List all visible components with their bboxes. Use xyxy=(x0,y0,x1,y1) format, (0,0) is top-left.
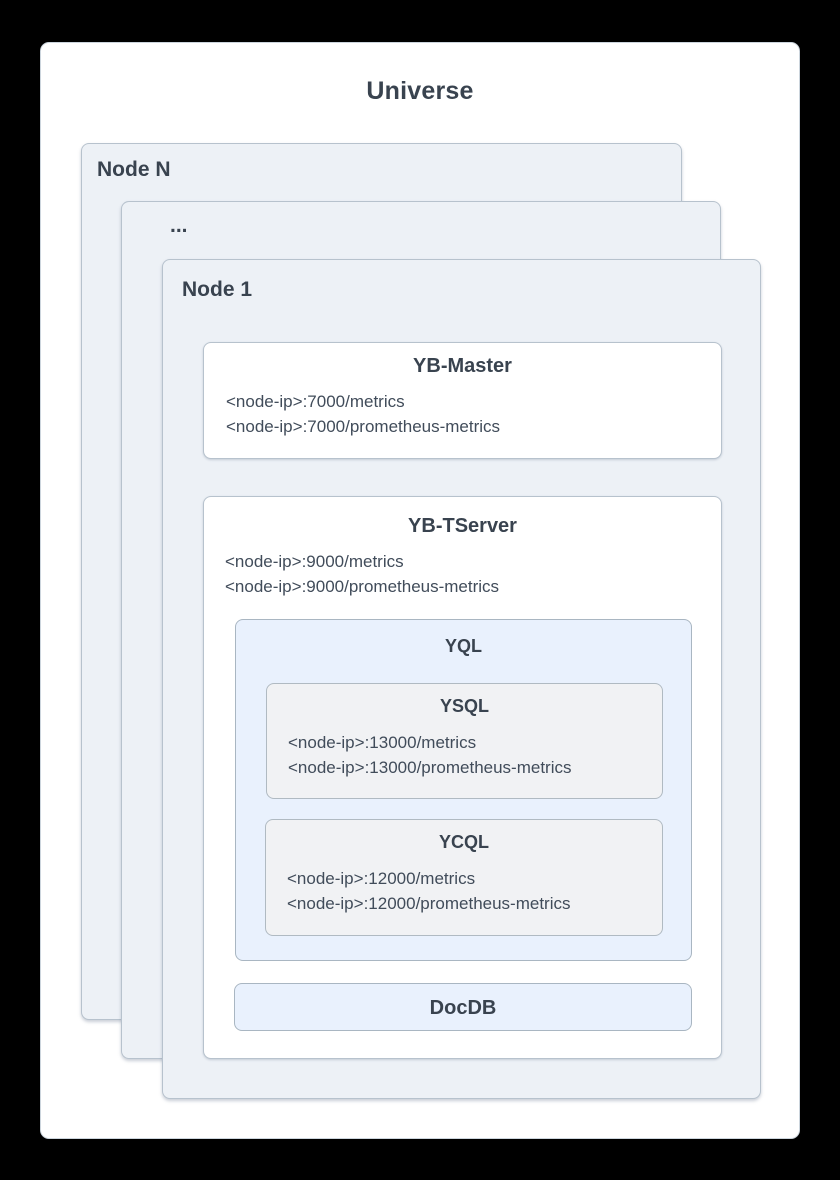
yb-tserver-prometheus-endpoint: <node-ip>:9000/prometheus-metrics xyxy=(225,577,500,596)
ysql-prometheus-endpoint: <node-ip>:13000/prometheus-metrics xyxy=(288,758,572,777)
ysql-metrics-endpoint: <node-ip>:13000/metrics xyxy=(288,733,477,752)
ycql-box: YCQL <node-ip>:12000/metrics <node-ip>:1… xyxy=(265,819,663,936)
node-1-container: Node 1 YB-Master <node-ip>:7000/metrics … xyxy=(162,259,761,1099)
yb-master-metrics-endpoint: <node-ip>:7000/metrics xyxy=(226,392,405,411)
yql-box: YQL YSQL <node-ip>:13000/metrics <node-i… xyxy=(235,619,692,961)
ycql-prometheus-endpoint: <node-ip>:12000/prometheus-metrics xyxy=(287,894,571,913)
node-1-label: Node 1 xyxy=(182,278,253,301)
yb-tserver-title: YB-TServer xyxy=(408,515,517,537)
ycql-title: YCQL xyxy=(438,832,489,852)
yb-tserver-endpoints: <node-ip>:9000/metrics <node-ip>:9000/pr… xyxy=(225,549,499,599)
yb-tserver-box: YB-TServer <node-ip>:9000/metrics <node-… xyxy=(203,496,722,1059)
universe-container: Universe Node N ... Node 1 YB-Master <no… xyxy=(40,42,800,1139)
universe-title: Universe xyxy=(366,77,474,105)
docdb-box: DocDB xyxy=(234,983,692,1031)
ycql-metrics-endpoint: <node-ip>:12000/metrics xyxy=(287,869,476,888)
yb-tserver-metrics-endpoint: <node-ip>:9000/metrics xyxy=(225,552,404,571)
ycql-endpoints: <node-ip>:12000/metrics <node-ip>:12000/… xyxy=(287,866,571,916)
yb-master-box: YB-Master <node-ip>:7000/metrics <node-i… xyxy=(203,342,722,459)
yb-master-title: YB-Master xyxy=(413,355,512,377)
yb-master-endpoints: <node-ip>:7000/metrics <node-ip>:7000/pr… xyxy=(226,389,500,439)
yb-master-prometheus-endpoint: <node-ip>:7000/prometheus-metrics xyxy=(226,417,501,436)
ysql-endpoints: <node-ip>:13000/metrics <node-ip>:13000/… xyxy=(288,730,572,780)
ysql-box: YSQL <node-ip>:13000/metrics <node-ip>:1… xyxy=(266,683,663,799)
ysql-title: YSQL xyxy=(439,696,489,716)
node-n-label: Node N xyxy=(97,158,171,181)
yql-title: YQL xyxy=(444,636,482,656)
docdb-title: DocDB xyxy=(429,997,497,1019)
node-ellipsis-label: ... xyxy=(170,214,188,237)
